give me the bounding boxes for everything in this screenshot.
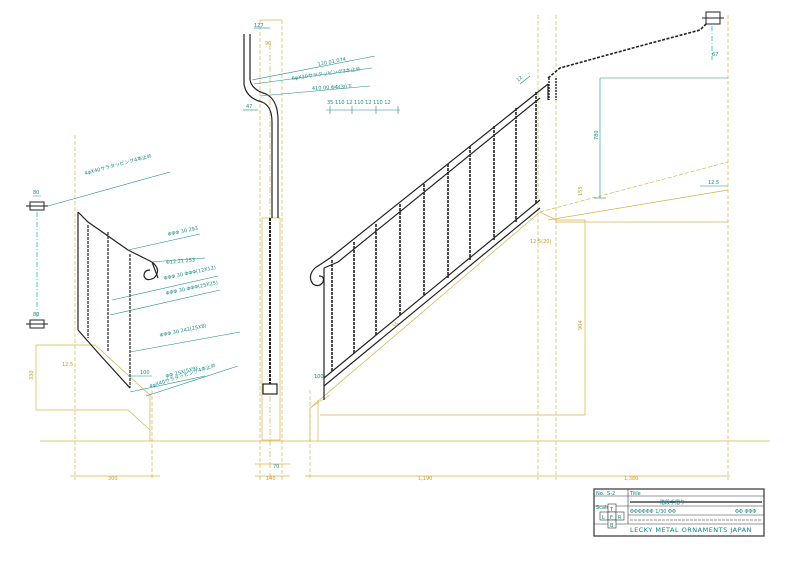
middle-leader-rail: 120 01 074 (317, 57, 346, 68)
leader-label-tapping-bottom: 4φX40サラタッピング4本止め (148, 362, 216, 390)
right-view: 67 12 (309, 11, 728, 482)
title-block-row3-right: ΦΦ ΦΦΦ (735, 509, 756, 515)
right-base-width-2: 1,380 (624, 476, 638, 482)
stair-railing (309, 83, 549, 400)
middle-leader-tapping: 6φX30サラタッピング3本止め (291, 65, 361, 82)
right-dim-155: 155 (578, 186, 584, 196)
title-block: No. S-2 Title 階段手摺り Scale ΦΦΦΦΦΦ 1/30 ΦΦ… (593, 488, 765, 537)
leader-label-bar-25x8: ΦΦΦ 30 242(25X8) (159, 323, 207, 339)
middle-spacing: 35 110 12 110 12 110 12 (327, 100, 391, 106)
view-cell-left: L (602, 515, 605, 521)
view-cell-right: R (618, 515, 622, 521)
middle-leaders (251, 55, 400, 114)
title-block-title-label: Title (629, 491, 641, 497)
left-height-100: 100 (140, 370, 150, 376)
top-post (702, 11, 724, 25)
left-side-12: 12.5 (62, 362, 73, 368)
right-height-100: 100 (314, 374, 324, 380)
construction-lines (35, 15, 770, 480)
view-orientation-cross (599, 503, 625, 529)
middle-leader-post: 410 00 ΦΦ(30下 (312, 84, 353, 92)
leader-label-rail: ΦΦΦ 30 293 (167, 226, 198, 238)
middle-top-width-2: 90 (265, 41, 271, 47)
bracket-top (26, 195, 48, 211)
leader-label-bar-25: ΦΦΦ 30 ΦΦΦ(25X25) (165, 280, 218, 297)
title-block-scale-label: Scale (596, 505, 609, 511)
right-stair-tag: 12.5(20) (530, 239, 551, 245)
left-side-height: 330 (29, 370, 35, 380)
view-cell-front: F (610, 515, 613, 521)
title-block-company: LECKY METAL ORNAMENTS JAPAN (630, 526, 752, 534)
view-cell-bottom: B (610, 523, 614, 529)
leader-label-bar-12: ΦΦΦ 30 ΦΦΦ(12X12) (163, 265, 216, 282)
title-block-title: 階段手摺り (660, 499, 685, 506)
middle-tag-47: 47 (246, 104, 252, 110)
middle-handrail (243, 34, 279, 395)
right-dimension-lines (594, 77, 728, 199)
left-leaders (47, 171, 241, 397)
title-block-no-value: S-2 (607, 491, 615, 497)
right-base-width-1: 1,190 (418, 476, 432, 482)
stair-top-bracket (548, 78, 557, 100)
title-block-no-label: No. (596, 491, 605, 497)
left-bracket-width: 80 (33, 190, 39, 196)
middle-top-width: 127 (254, 23, 264, 29)
right-dim-904: 904 (578, 320, 584, 330)
leader-label-scroll: Φ12 21 253 (166, 257, 196, 266)
right-dim-780: 780 (594, 130, 600, 140)
title-block-row3: ΦΦΦΦΦΦ 1/30 ΦΦ (630, 509, 676, 515)
right-stair-top: 12 (515, 75, 524, 84)
middle-base-70: 70 (273, 464, 279, 470)
left-view: 80 80 4φX40サラタッピング4本止め ΦΦΦ 30 293 (26, 152, 241, 482)
view-cell-top: T (609, 507, 614, 513)
middle-base-width: 140 (266, 476, 276, 482)
left-bracket-width-bottom: 80 (33, 312, 39, 318)
upper-handrail (547, 19, 711, 79)
leader-label-tapping-top: 4φX40サラタッピング4本止め (84, 152, 153, 177)
right-slope-tag: 35 (391, 321, 400, 330)
stair-balusters (331, 92, 537, 372)
right-top-67: 67 (712, 52, 718, 58)
left-leader-labels: 4φX40サラタッピング4本止め ΦΦΦ 30 293 Φ12 21 253 Φ… (84, 152, 219, 390)
right-dim-12-5: 12.5 (708, 180, 719, 186)
bracket-bottom (26, 319, 48, 329)
left-base-width: 300 (108, 476, 118, 482)
left-railing (77, 211, 159, 389)
